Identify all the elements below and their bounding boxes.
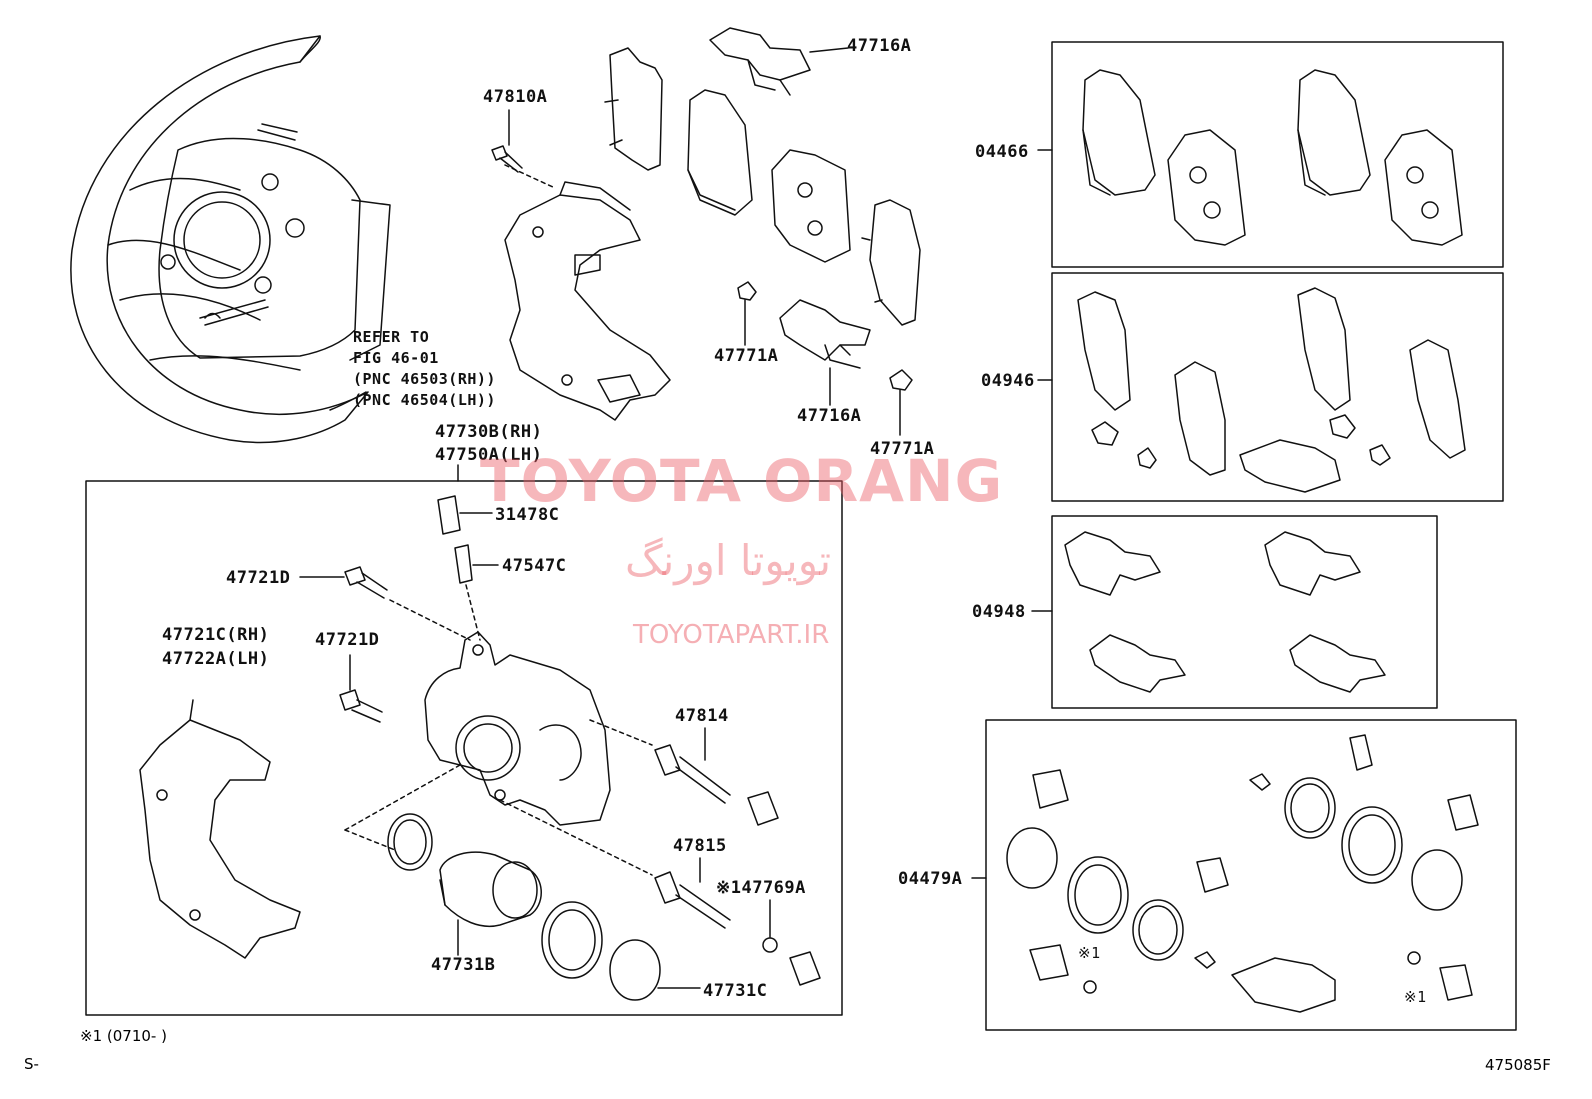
refer-to-line4: (PNC 46504(LH)) [353, 391, 496, 409]
footnote: ※1 (0710- ) [80, 1027, 167, 1045]
caliper-bracket-top [504, 181, 671, 421]
part-label-47814[interactable]: 47814 [675, 706, 729, 726]
bolt-47721d-a [299, 566, 471, 641]
part-label-04479a[interactable]: 04479A [898, 869, 963, 889]
part-label-47810a[interactable]: 47810A [483, 87, 548, 107]
part-label-47716a-b[interactable]: 47716A [797, 406, 862, 426]
caliper-body [424, 631, 611, 826]
part-label-47721d-b[interactable]: 47721D [315, 630, 380, 650]
figure-code: 475085F [1485, 1056, 1551, 1074]
refer-to-line1: REFER TO [353, 328, 430, 346]
refer-to-line3: (PNC 46503(RH)) [353, 370, 496, 388]
shim-47716a-top [709, 27, 849, 96]
bolt-47721d-b [339, 654, 383, 723]
kit-04948-shims [1031, 531, 1386, 693]
part-label-47716a-top[interactable]: 47716A [847, 36, 912, 56]
kit-box-04479a [985, 719, 1517, 1031]
kit-box-04946 [1051, 272, 1504, 502]
part-label-47771a-a[interactable]: 47771A [714, 346, 779, 366]
watermark-persian: تویوتا اورنگ [625, 536, 832, 585]
bleeder-parts [437, 495, 499, 641]
piston-and-seals [387, 813, 701, 1001]
part-label-47721c[interactable]: 47721C(RH) [162, 625, 270, 645]
bolt-47810a [491, 109, 523, 173]
shim-47716a-bottom [779, 299, 871, 406]
caliper-bracket-47721c [139, 699, 301, 959]
kit-box-04948 [1051, 515, 1438, 709]
part-label-31478c[interactable]: 31478C [495, 505, 560, 525]
part-label-47730b[interactable]: 47730B(RH) [435, 422, 543, 442]
clip-47771a-b [889, 369, 913, 436]
refer-to-line2[interactable]: FIG 46-01 [353, 349, 439, 367]
part-label-04948[interactable]: 04948 [972, 602, 1026, 622]
part-label-47721d-a[interactable]: 47721D [226, 568, 291, 588]
part-label-47731b[interactable]: 47731B [431, 955, 496, 975]
note-mark-2: ※1 [1404, 988, 1427, 1006]
part-label-47771a-b[interactable]: 47771A [870, 439, 935, 459]
part-label-47769a[interactable]: ※147769A [716, 878, 806, 898]
part-label-47547c[interactable]: 47547C [502, 556, 567, 576]
part-label-47731c[interactable]: 47731C [703, 981, 768, 1001]
backing-plate-drawing [70, 35, 391, 444]
kit-04466-pads [1037, 69, 1463, 246]
part-label-47750a[interactable]: 47750A(LH) [435, 445, 543, 465]
kit-04479a-parts [971, 734, 1479, 1013]
part-label-04466[interactable]: 04466 [975, 142, 1029, 162]
clip-47771a-a [737, 281, 757, 346]
watermark-url: TOYOTAPART.IR [633, 620, 830, 650]
pin-47815 [499, 799, 821, 986]
part-label-04946[interactable]: 04946 [981, 371, 1035, 391]
kit-box-04466 [1051, 41, 1504, 268]
part-label-47722a[interactable]: 47722A(LH) [162, 649, 270, 669]
note-mark-1: ※1 [1078, 944, 1101, 962]
watermark-title: TOYOTA ORANG [480, 447, 1004, 515]
part-label-47815[interactable]: 47815 [673, 836, 727, 856]
pin-47814 [589, 719, 779, 826]
caliper-assy-box [85, 480, 843, 1016]
brake-pads-top [604, 47, 921, 326]
footer-left-code: S- [24, 1055, 39, 1073]
kit-04946-parts [1037, 287, 1466, 493]
